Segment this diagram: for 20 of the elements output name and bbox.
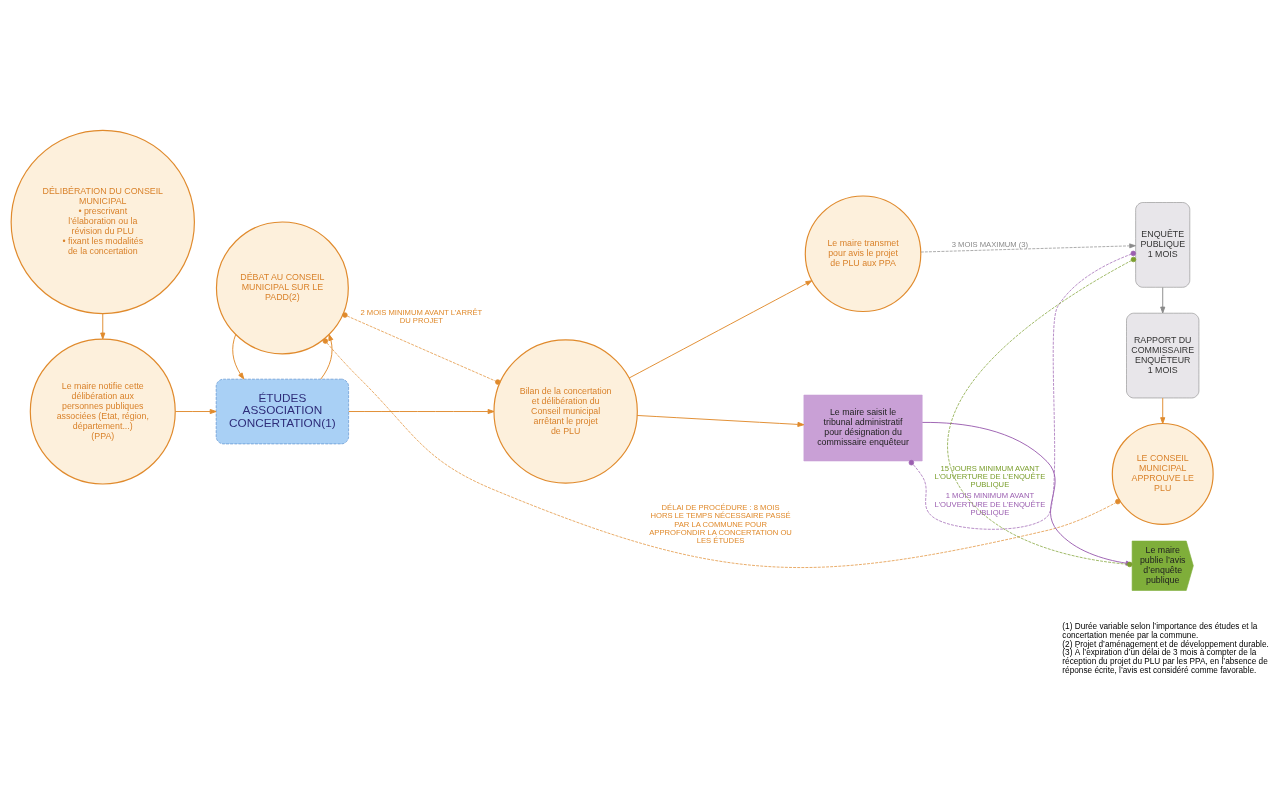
- arrow: [320, 333, 334, 379]
- node-circle: LE CONSEIL MUNICIPAL APPROUVE LE PLU: [1111, 422, 1214, 525]
- node-circle: Le maire notifie cette délibération aux personnes publiques associées (Etat, région, département...) (PPA): [29, 338, 176, 485]
- node-circle: DÉLIBÉRATION DU CONSEIL MUNICIPAL • prescrivant l’élaboration ou la révision du PLU • fixant les modalités de la concertation: [10, 129, 195, 314]
- node-box: RAPPORT DU COMMISSAIRE ENQUÊTEUR 1 MOIS: [1126, 312, 1200, 398]
- connector: [322, 337, 1121, 568]
- arrow: [348, 408, 495, 414]
- arrow: [174, 408, 217, 414]
- arrow: [920, 242, 1136, 252]
- connector: [908, 250, 1136, 530]
- connector: [342, 311, 501, 385]
- arrow: [628, 279, 813, 379]
- node-box: ÉTUDES ASSOCIATION CONCERTATION(1): [215, 378, 349, 444]
- arrow: [232, 333, 245, 379]
- node-box: ENQUÊTE PUBLIQUE 1 MOIS: [1135, 201, 1191, 288]
- node-box: Le maire saisit le tribunal administratif pour désignation du commissaire enquêteur: [803, 394, 923, 461]
- arrow: [636, 414, 805, 427]
- arrow: [100, 312, 106, 339]
- arrow: [1160, 286, 1166, 313]
- arrow: [1160, 397, 1166, 424]
